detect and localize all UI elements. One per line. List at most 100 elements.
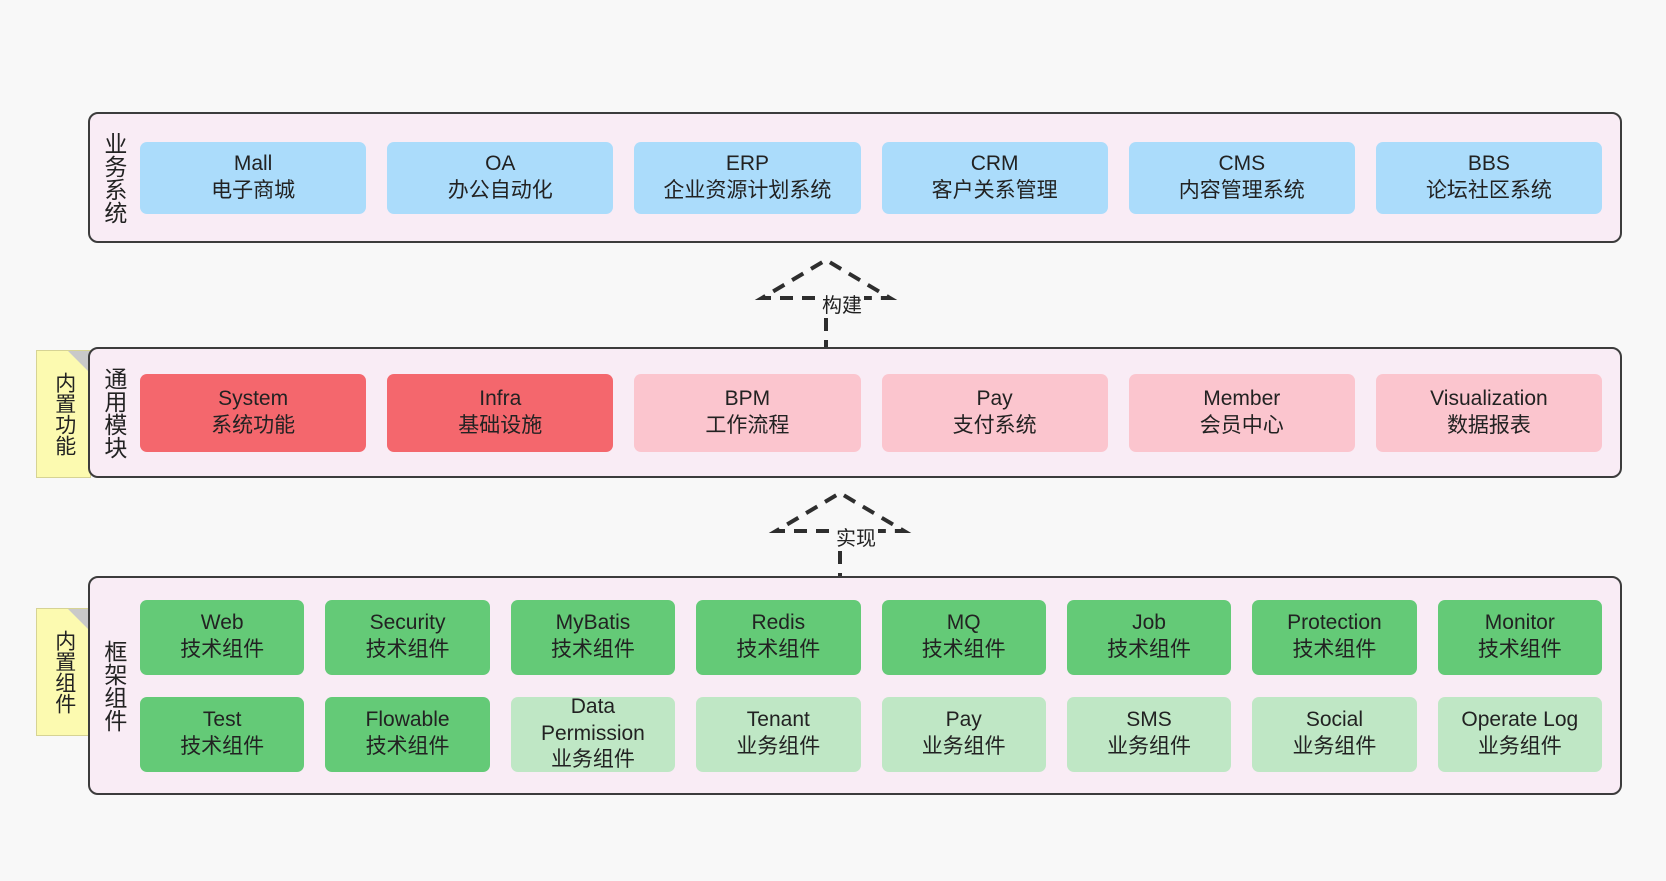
node-title-en: Pay — [976, 386, 1013, 410]
node-title-cn: 电子商城 — [211, 178, 296, 202]
common-node-row: System 系统功能 Infra 基础设施 BPM 工作流程 Pay 支付系统… — [140, 373, 1603, 452]
node-title-cn: 业务组件 — [1292, 735, 1377, 758]
node-title-en: System — [218, 386, 289, 410]
node-title-cn: 系统功能 — [211, 413, 296, 437]
node-title-cn: 技术组件 — [180, 735, 265, 758]
node-title-cn: 技术组件 — [550, 638, 635, 661]
framework-node-web[interactable]: Web 技术组件 — [140, 599, 305, 675]
node-title-en: Visualization — [1430, 386, 1548, 410]
layer-framework-component-title: 框架组件 — [100, 639, 127, 732]
node-title-cn: 业务组件 — [550, 748, 635, 772]
node-title-cn: 技术组件 — [1107, 638, 1192, 661]
node-title-en: Flowable — [365, 708, 450, 732]
node-title-cn: 业务组件 — [921, 735, 1006, 758]
node-title-cn: 技术组件 — [365, 638, 450, 661]
sticky-note-label: 内置功能 — [52, 372, 76, 456]
framework-node-tenant[interactable]: Tenant 业务组件 — [696, 696, 861, 772]
common-node-system[interactable]: System 系统功能 — [140, 373, 367, 452]
framework-node-pay[interactable]: Pay 业务组件 — [881, 696, 1046, 772]
node-title-en: Job — [1132, 611, 1166, 635]
business-node-erp[interactable]: ERP 企业资源计划系统 — [634, 141, 861, 214]
node-title-en: Protection — [1287, 611, 1382, 635]
arrow-implement-label: 实现 — [834, 528, 878, 550]
node-title-en: Social — [1305, 708, 1364, 732]
node-title-en: Data Permission — [541, 694, 645, 745]
layer-business-system-title: 业务系统 — [100, 131, 127, 224]
node-title-en: Monitor — [1484, 611, 1555, 635]
node-title-cn: 数据报表 — [1446, 413, 1531, 437]
business-node-bbs[interactable]: BBS 论坛社区系统 — [1375, 141, 1603, 214]
business-node-oa[interactable]: OA 办公自动化 — [387, 141, 614, 214]
node-title-cn: 业务组件 — [1107, 735, 1192, 758]
node-title-en: Pay — [945, 708, 982, 732]
business-node-crm[interactable]: CRM 客户关系管理 — [881, 141, 1108, 214]
node-title-en: Member — [1203, 386, 1281, 410]
node-title-cn: 支付系统 — [952, 413, 1037, 437]
framework-node-security[interactable]: Security 技术组件 — [325, 599, 490, 675]
framework-node-monitor[interactable]: Monitor 技术组件 — [1437, 599, 1602, 675]
node-title-en: ERP — [725, 151, 770, 175]
framework-node-social[interactable]: Social 业务组件 — [1252, 696, 1417, 772]
node-title-en: MyBatis — [555, 611, 631, 635]
node-title-cn: 技术组件 — [1292, 638, 1377, 661]
node-title-cn: 论坛社区系统 — [1425, 178, 1552, 202]
sticky-note-builtin-component: 内置组件 — [36, 608, 91, 736]
layer-business-system-body: Mall 电子商城 OA 办公自动化 ERP 企业资源计划系统 CRM 客户关系… — [136, 114, 1620, 241]
node-title-en: Tenant — [746, 708, 810, 732]
node-title-en: CMS — [1218, 151, 1266, 175]
node-title-en: OA — [485, 151, 516, 175]
layer-common-module-body: System 系统功能 Infra 基础设施 BPM 工作流程 Pay 支付系统… — [136, 349, 1620, 476]
node-title-en: SMS — [1126, 708, 1172, 732]
node-title-en: BBS — [1467, 151, 1510, 175]
node-title-en: CRM — [970, 151, 1019, 175]
node-title-cn: 工作流程 — [705, 413, 790, 437]
node-title-en: MQ — [946, 611, 981, 635]
node-title-cn: 技术组件 — [1477, 638, 1562, 661]
framework-node-protection[interactable]: Protection 技术组件 — [1252, 599, 1417, 675]
sticky-note-builtin-function: 内置功能 — [36, 350, 91, 478]
framework-node-flowable[interactable]: Flowable 技术组件 — [325, 696, 490, 772]
node-title-cn: 企业资源计划系统 — [663, 178, 832, 202]
business-node-mall[interactable]: Mall 电子商城 — [140, 141, 367, 214]
node-title-cn: 客户关系管理 — [931, 178, 1058, 202]
node-title-cn: 办公自动化 — [447, 178, 553, 202]
node-title-en: BPM — [724, 386, 771, 410]
framework-node-data-permission[interactable]: Data Permission 业务组件 — [510, 694, 676, 772]
node-title-cn: 技术组件 — [180, 638, 265, 661]
business-node-row: Mall 电子商城 OA 办公自动化 ERP 企业资源计划系统 CRM 客户关系… — [140, 141, 1603, 214]
common-node-bpm[interactable]: BPM 工作流程 — [634, 373, 861, 452]
arrow-build-label: 构建 — [820, 295, 864, 317]
node-title-en: Operate Log — [1461, 708, 1579, 732]
framework-node-operate-log[interactable]: Operate Log 业务组件 — [1437, 696, 1602, 772]
node-title-en: Web — [200, 611, 244, 635]
node-title-en: Test — [202, 708, 242, 732]
node-title-cn: 业务组件 — [736, 735, 821, 758]
framework-node-redis[interactable]: Redis 技术组件 — [696, 599, 861, 675]
node-title-en: Redis — [751, 611, 806, 635]
common-node-infra[interactable]: Infra 基础设施 — [387, 373, 614, 452]
node-title-cn: 技术组件 — [921, 638, 1006, 661]
common-node-member[interactable]: Member 会员中心 — [1128, 373, 1355, 452]
business-node-cms[interactable]: CMS 内容管理系统 — [1128, 141, 1355, 214]
layer-common-module: 通用模块 System 系统功能 Infra 基础设施 BPM 工作流程 Pay… — [88, 347, 1622, 478]
framework-node-mq[interactable]: MQ 技术组件 — [881, 599, 1046, 675]
framework-node-row-1: Web 技术组件 Security 技术组件 MyBatis 技术组件 Redi… — [140, 599, 1602, 675]
common-node-visualization[interactable]: Visualization 数据报表 — [1375, 373, 1603, 452]
common-node-pay[interactable]: Pay 支付系统 — [881, 373, 1108, 452]
framework-node-sms[interactable]: SMS 业务组件 — [1066, 696, 1232, 772]
framework-node-test[interactable]: Test 技术组件 — [140, 696, 305, 772]
framework-node-job[interactable]: Job 技术组件 — [1066, 599, 1232, 675]
sticky-note-label: 内置组件 — [52, 630, 76, 714]
arrow-implement: 实现 — [762, 490, 942, 591]
node-title-cn: 技术组件 — [365, 735, 450, 758]
node-title-cn: 业务组件 — [1477, 735, 1562, 758]
arrow-build: 构建 — [748, 257, 928, 358]
node-title-en: Infra — [479, 386, 522, 410]
layer-framework-component-body: Web 技术组件 Security 技术组件 MyBatis 技术组件 Redi… — [136, 578, 1620, 793]
framework-node-mybatis[interactable]: MyBatis 技术组件 — [510, 599, 676, 675]
framework-node-row-2: Test 技术组件 Flowable 技术组件 Data Permission … — [140, 694, 1602, 772]
node-title-cn: 会员中心 — [1199, 413, 1284, 437]
node-title-cn: 内容管理系统 — [1178, 178, 1305, 202]
node-title-cn: 技术组件 — [736, 638, 821, 661]
